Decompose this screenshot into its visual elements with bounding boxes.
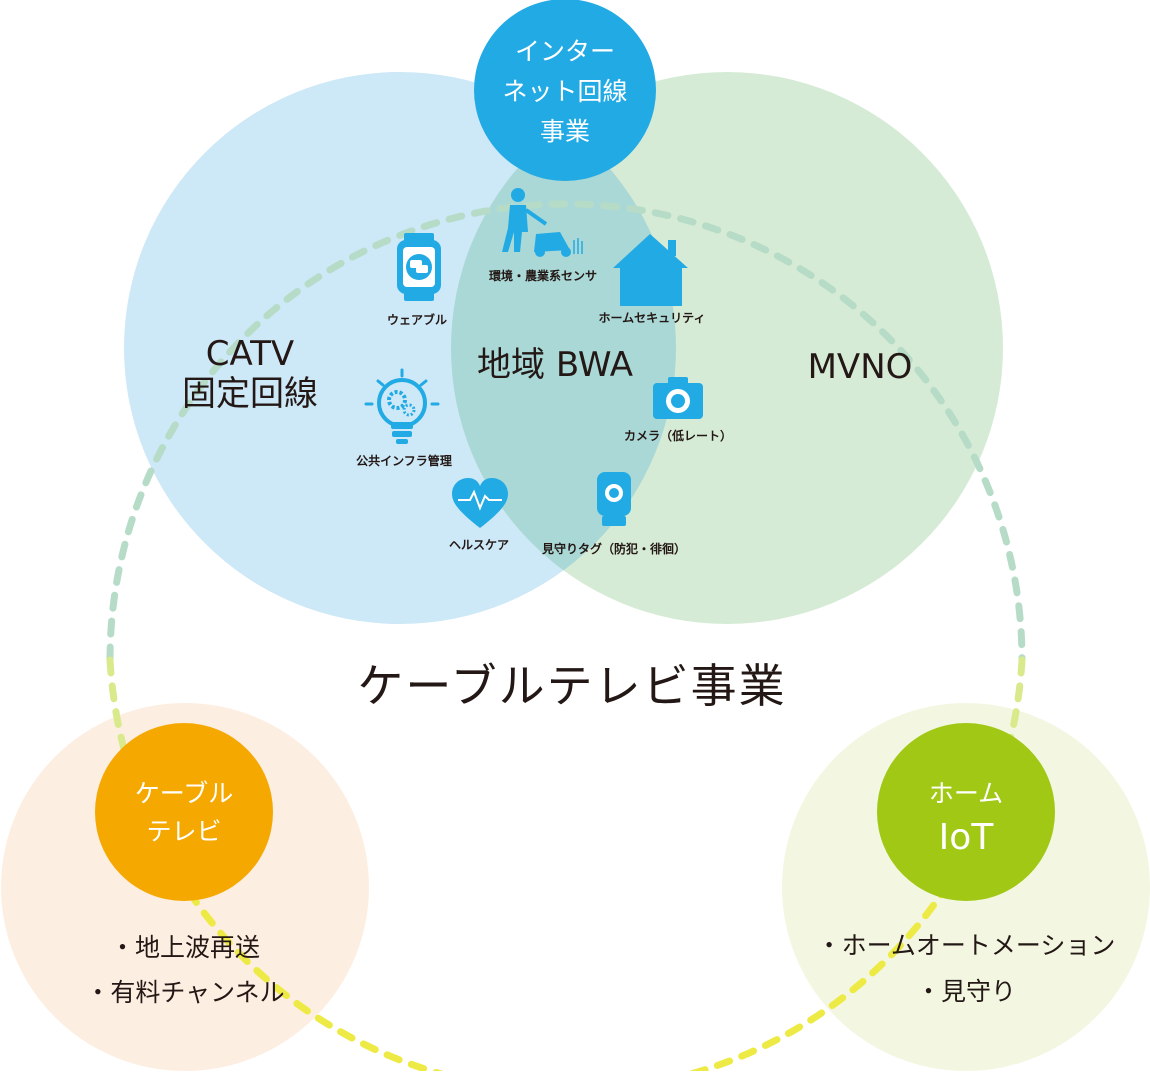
heart-pulse-label: ヘルスケア [449,538,509,552]
catv-hub-line2: テレビ [146,817,221,846]
tag-device-icon [597,472,631,526]
internet-hub-circle [474,0,656,181]
iot-list-item-1: ・ホームオートメーション [817,931,1116,960]
catv-hub-line1: ケーブル [135,779,234,808]
iot-hub-line2: IoT [939,817,995,858]
bwa-overlap [451,72,676,624]
lawn-mower-icon [502,188,583,257]
internet-hub-line3: 事業 [540,117,590,146]
lawn-mower-label: 環境・農業系センサ [489,268,597,283]
wearable-label: ウェアブル [387,312,447,327]
catv-label-line1: CATV [206,334,294,374]
internet-hub-line1: インター [515,37,615,66]
lightbulb-gear-icon [364,368,440,444]
catv-list-item-2: ・有料チャンネル [85,978,284,1007]
house-icon [613,234,688,306]
dashed-ring-bottom [171,866,961,1075]
catv-label-line2: 固定回線 [182,374,318,414]
iot-hub-line1: ホーム [929,779,1003,808]
catv-list-item-1: ・地上波再送 [110,933,260,962]
house-label: ホームセキュリティ [599,311,706,325]
catv-hub-circle [95,723,273,901]
iot-list-item-2: ・見守り [916,977,1016,1006]
heart-pulse-icon [452,478,508,528]
camera-icon [653,377,703,419]
internet-hub-line2: ネット回線 [502,77,627,106]
main-title: ケーブルテレビ事業 [357,659,786,713]
tag-device-label: 見守りタグ（防犯・徘徊） [541,541,686,556]
dashed-ring-upper [106,200,1026,664]
bwa-label: 地域 BWA [477,345,633,385]
iot-hub-circle [877,723,1055,901]
mvno-label: MVNO [808,347,913,387]
camera-label: カメラ（低レート） [624,428,732,443]
wearable-icon [397,233,441,301]
lightbulb-gear-label: 公共インフラ管理 [356,453,452,468]
